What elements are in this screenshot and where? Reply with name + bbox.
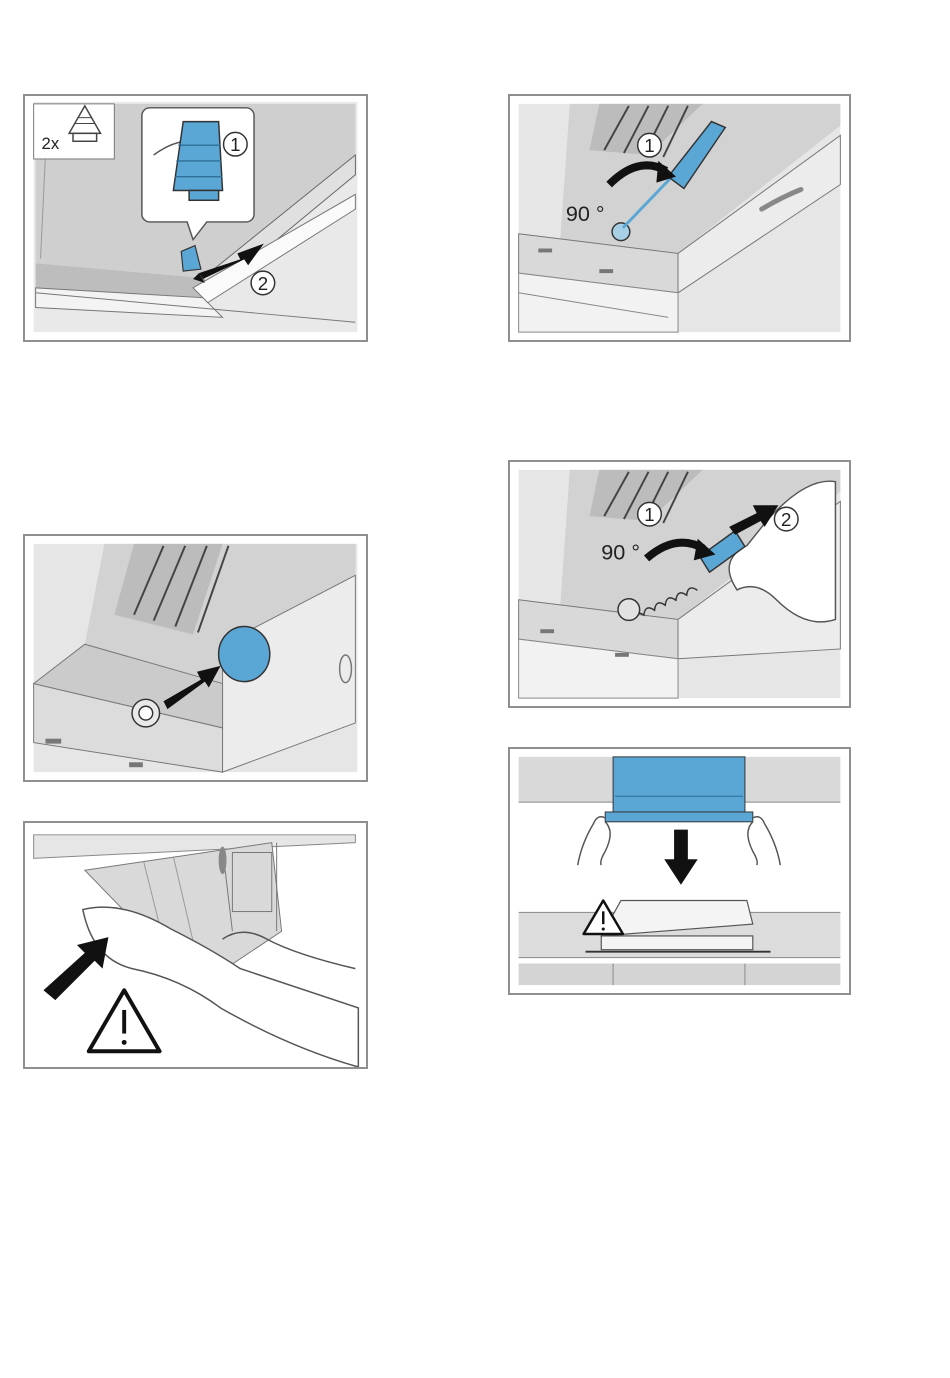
hand-warning-illustration [25, 823, 366, 1067]
clip-callout: 1 [142, 108, 254, 240]
panel-knob-press [23, 534, 368, 782]
clip-install-illustration: 2x 1 [25, 96, 366, 340]
angle-label: 90 ° [566, 201, 605, 226]
filter-remove-illustration [510, 749, 849, 993]
panel-clip-install: 2x 1 [23, 94, 368, 342]
angle-label: 90 ° [601, 539, 640, 564]
step-2-number: 2 [781, 509, 791, 530]
step-1-number: 1 [230, 134, 240, 155]
screw-turn-illustration: 1 90 ° [510, 96, 849, 340]
panel-filter-remove [508, 747, 851, 995]
knob-icon [219, 627, 270, 682]
knob-press-illustration [25, 536, 366, 780]
panel-screw-remove: 1 2 90 ° [508, 460, 851, 708]
quantity-label: 2x [42, 134, 60, 153]
screw-remove-illustration: 1 2 90 ° [510, 462, 849, 706]
panel-screw-turn: 1 90 ° [508, 94, 851, 342]
panel-hand-warning [23, 821, 368, 1069]
step-2-number: 2 [258, 273, 268, 294]
filter-icon [605, 812, 753, 822]
quantity-inset: 2x [34, 104, 115, 159]
step-1-number: 1 [644, 135, 654, 156]
step-1-number: 1 [644, 504, 654, 525]
